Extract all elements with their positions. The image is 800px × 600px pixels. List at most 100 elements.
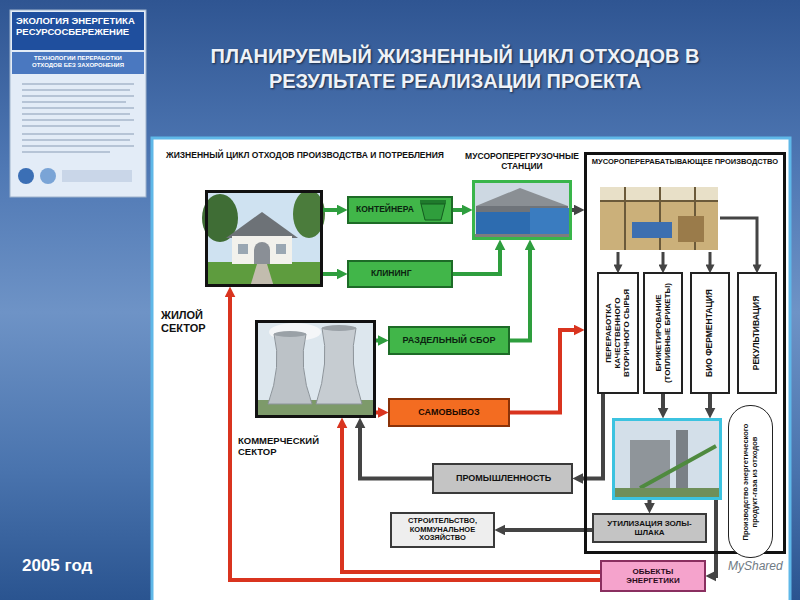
flow-arrow [510, 330, 578, 413]
book-cover [22, 151, 110, 152]
flow-arrow [510, 246, 530, 341]
process-box: ОБЬЕКТЫ ЭНЕРГЕТИКИ [600, 560, 706, 592]
panel-heading-holder: ЖИЗНЕННЫЙ ЦИКЛ ОТХОДОВ ПРОИЗВОДСТВА И ПО… [166, 151, 456, 161]
book-cover [12, 12, 144, 50]
transfer-station-photo [530, 208, 570, 234]
feed-arrows [720, 218, 757, 268]
book-cover [10, 10, 146, 197]
watermark-holder: MyShared [728, 560, 786, 574]
book-cover [12, 52, 144, 74]
heading-holder: МУСОРОПЕРЕРАБАТЫВАЮЩЕЕ ПРОИЗВОДСТВО [590, 158, 780, 167]
rotated-text-holder: БРИКЕТИРОВАНИЕ (ТОПЛИВНЫЕ БРИКЕТЫ) [654, 278, 672, 388]
cover-subtitle: ТЕХНОЛОГИИ ПЕРЕРАБОТКИ ОТХОДОВ БЕЗ ЗАХОР… [20, 55, 136, 69]
flow-arrow [661, 394, 665, 412]
heading-holder: МУСОРОПЕРЕГРУЗОЧНЫЕ СТАНЦИИ [462, 152, 582, 172]
book-cover [22, 101, 126, 102]
transfer-station-photo [476, 188, 568, 206]
energy-plant-photo [612, 418, 722, 500]
plant-interior-photo [624, 187, 626, 250]
rotated-text-holder: Производство энергетического продукт-газ… [742, 421, 759, 542]
cooling-towers-photo [268, 334, 312, 404]
plant-interior-photo [678, 216, 704, 242]
flow-arrow [376, 339, 382, 343]
flow-arrow [648, 500, 652, 507]
year-label: 2005 год [22, 556, 132, 576]
cover-title: ЭКОЛОГИЯ ЭНЕРГЕТИКА РЕСУРСОСБЕРЕЖЕНИЕ [16, 16, 140, 38]
rotated-text-holder: РЕКУЛЬТИВАЦИЯ [752, 278, 762, 388]
flow-arrow [342, 424, 600, 572]
plant-interior-photo [600, 187, 718, 250]
container-icon [418, 199, 448, 221]
node-text: РАЗДЕЛЬНЫЙ СБОР [403, 335, 496, 345]
plant-interior-photo [632, 222, 672, 238]
flow-arrow [501, 528, 592, 532]
node-text: Производство энергетического продукт-газ… [742, 421, 759, 542]
book-cover [10, 10, 146, 197]
process-box: КЛИНИНГ [347, 260, 453, 288]
process-box: БРИКЕТИРОВАНИЕ (ТОПЛИВНЫЕ БРИКЕТЫ) [643, 272, 683, 394]
plant-interior-photo [659, 187, 661, 250]
transfer-station-photo [476, 212, 534, 234]
node-text: МУСОРОПЕРЕГРУЗОЧНЫЕ СТАНЦИИ [462, 152, 582, 172]
book-cover [22, 89, 130, 90]
photo-frame: МУСОРОПЕРЕГРУЗОЧНЫЕ СТАНЦИИ [472, 180, 572, 240]
flow-arrow [708, 394, 712, 412]
book-cover [22, 125, 120, 126]
slide-title: ПЛАНИРУЕМЫЙ ЖИЗНЕННЫЙ ЦИКЛ ОТХОДОВ В РЕЗ… [185, 44, 725, 94]
flow-arrow [712, 500, 716, 576]
process-box: СТРОИТЕЛЬСТВО, КОММУНАЛЬНОЕ ХОЗЯЙСТВО [390, 512, 495, 548]
process-box: БИО ФЕРМЕНТАЦИЯ [690, 272, 730, 394]
house-photo [276, 244, 286, 254]
photo-frame: ЖИЛОЙ СЕКТОР [205, 190, 323, 287]
node-text: КЛИНИНГ [371, 269, 411, 279]
node-text: КОММЕРЧЕСКИЙ СЕКТОР [238, 436, 334, 458]
node-text: МУСОРОПЕРЕРАБАТЫВАЮЩЕЕ ПРОИЗВОДСТВО [590, 158, 780, 167]
photo-frame: Производство энергетического продукт-газ… [612, 418, 722, 500]
cooling-towers-photo [316, 328, 362, 404]
process-box: РАЗДЕЛЬНЫЙ СБОР [388, 326, 510, 355]
node-text: ОБЬЕКТЫ ЭНЕРГЕТИКИ [606, 567, 700, 585]
photo-frame: КОММЕРЧЕСКИЙ СЕКТОР [255, 320, 376, 418]
node-text: КОНТЕЙНЕРА [356, 205, 414, 215]
flow-arrow [572, 208, 578, 212]
book-cover [22, 145, 134, 146]
book-cover [40, 168, 56, 184]
flow-arrow [323, 208, 341, 212]
cooling-towers-photo [322, 325, 356, 331]
book-cover [22, 113, 130, 114]
node-text: БРИКЕТИРОВАНИЕ (ТОПЛИВНЫЕ БРИКЕТЫ) [654, 278, 672, 388]
house-photo [250, 264, 274, 287]
transfer-station-photo [472, 180, 572, 240]
house-photo [226, 212, 298, 238]
watermark: MyShared [728, 560, 786, 574]
process-box: РЕКУЛЬТИВАЦИЯ [737, 272, 777, 394]
process-box: ПЕРЕРАБОТКА КАЧЕСТВЕННОГО ВТОРИЧНОГО СЫР… [597, 272, 639, 394]
node-text: БИО ФЕРМЕНТАЦИЯ [705, 278, 715, 388]
white-panel [152, 138, 790, 600]
energy-plant-photo [676, 430, 688, 488]
house-photo [254, 242, 270, 264]
process-box: ПРОМЫШЛЕННОСТЬ [432, 463, 573, 494]
rotated-text-holder: ПЕРЕРАБОТКА КАЧЕСТВЕННОГО ВТОРИЧНОГО СЫР… [604, 278, 632, 388]
book-cover [22, 95, 134, 96]
photo-frame: МУСОРОПЕРЕРАБАТЫВАЮЩЕЕ ПРОИЗВОДСТВО ПЕРЕР… [584, 152, 786, 554]
flow-arrow [453, 246, 500, 274]
year-label-holder: 2005 год [22, 556, 132, 576]
container-icon [420, 200, 446, 204]
process-box: САМОВЫВОЗ [388, 398, 510, 427]
heading-holder: КОММЕРЧЕСКИЙ СЕКТОР [238, 436, 334, 458]
cover-subtitle-holder: ТЕХНОЛОГИИ ПЕРЕРАБОТКИ ОТХОДОВ БЕЗ ЗАХОР… [20, 55, 136, 69]
callout-oval: Производство энергетического продукт-газ… [728, 405, 773, 558]
feed-arrows [662, 252, 665, 268]
house-photo [202, 190, 325, 287]
plant-interior-photo [600, 187, 718, 250]
node-text: ПРОМЫШЛЕННОСТЬ [456, 473, 551, 483]
cooling-towers-photo [255, 320, 376, 418]
book-cover [22, 139, 130, 140]
flow-arrow [230, 293, 600, 580]
panel-heading: ЖИЗНЕННЫЙ ЦИКЛ ОТХОДОВ ПРОИЗВОДСТВА И ПО… [166, 151, 456, 161]
energy-plant-photo [612, 418, 722, 500]
book-cover [22, 83, 134, 84]
node-text: УТИЛИЗАЦИЯ ЗОЛЫ-ШЛАКА [598, 519, 701, 537]
